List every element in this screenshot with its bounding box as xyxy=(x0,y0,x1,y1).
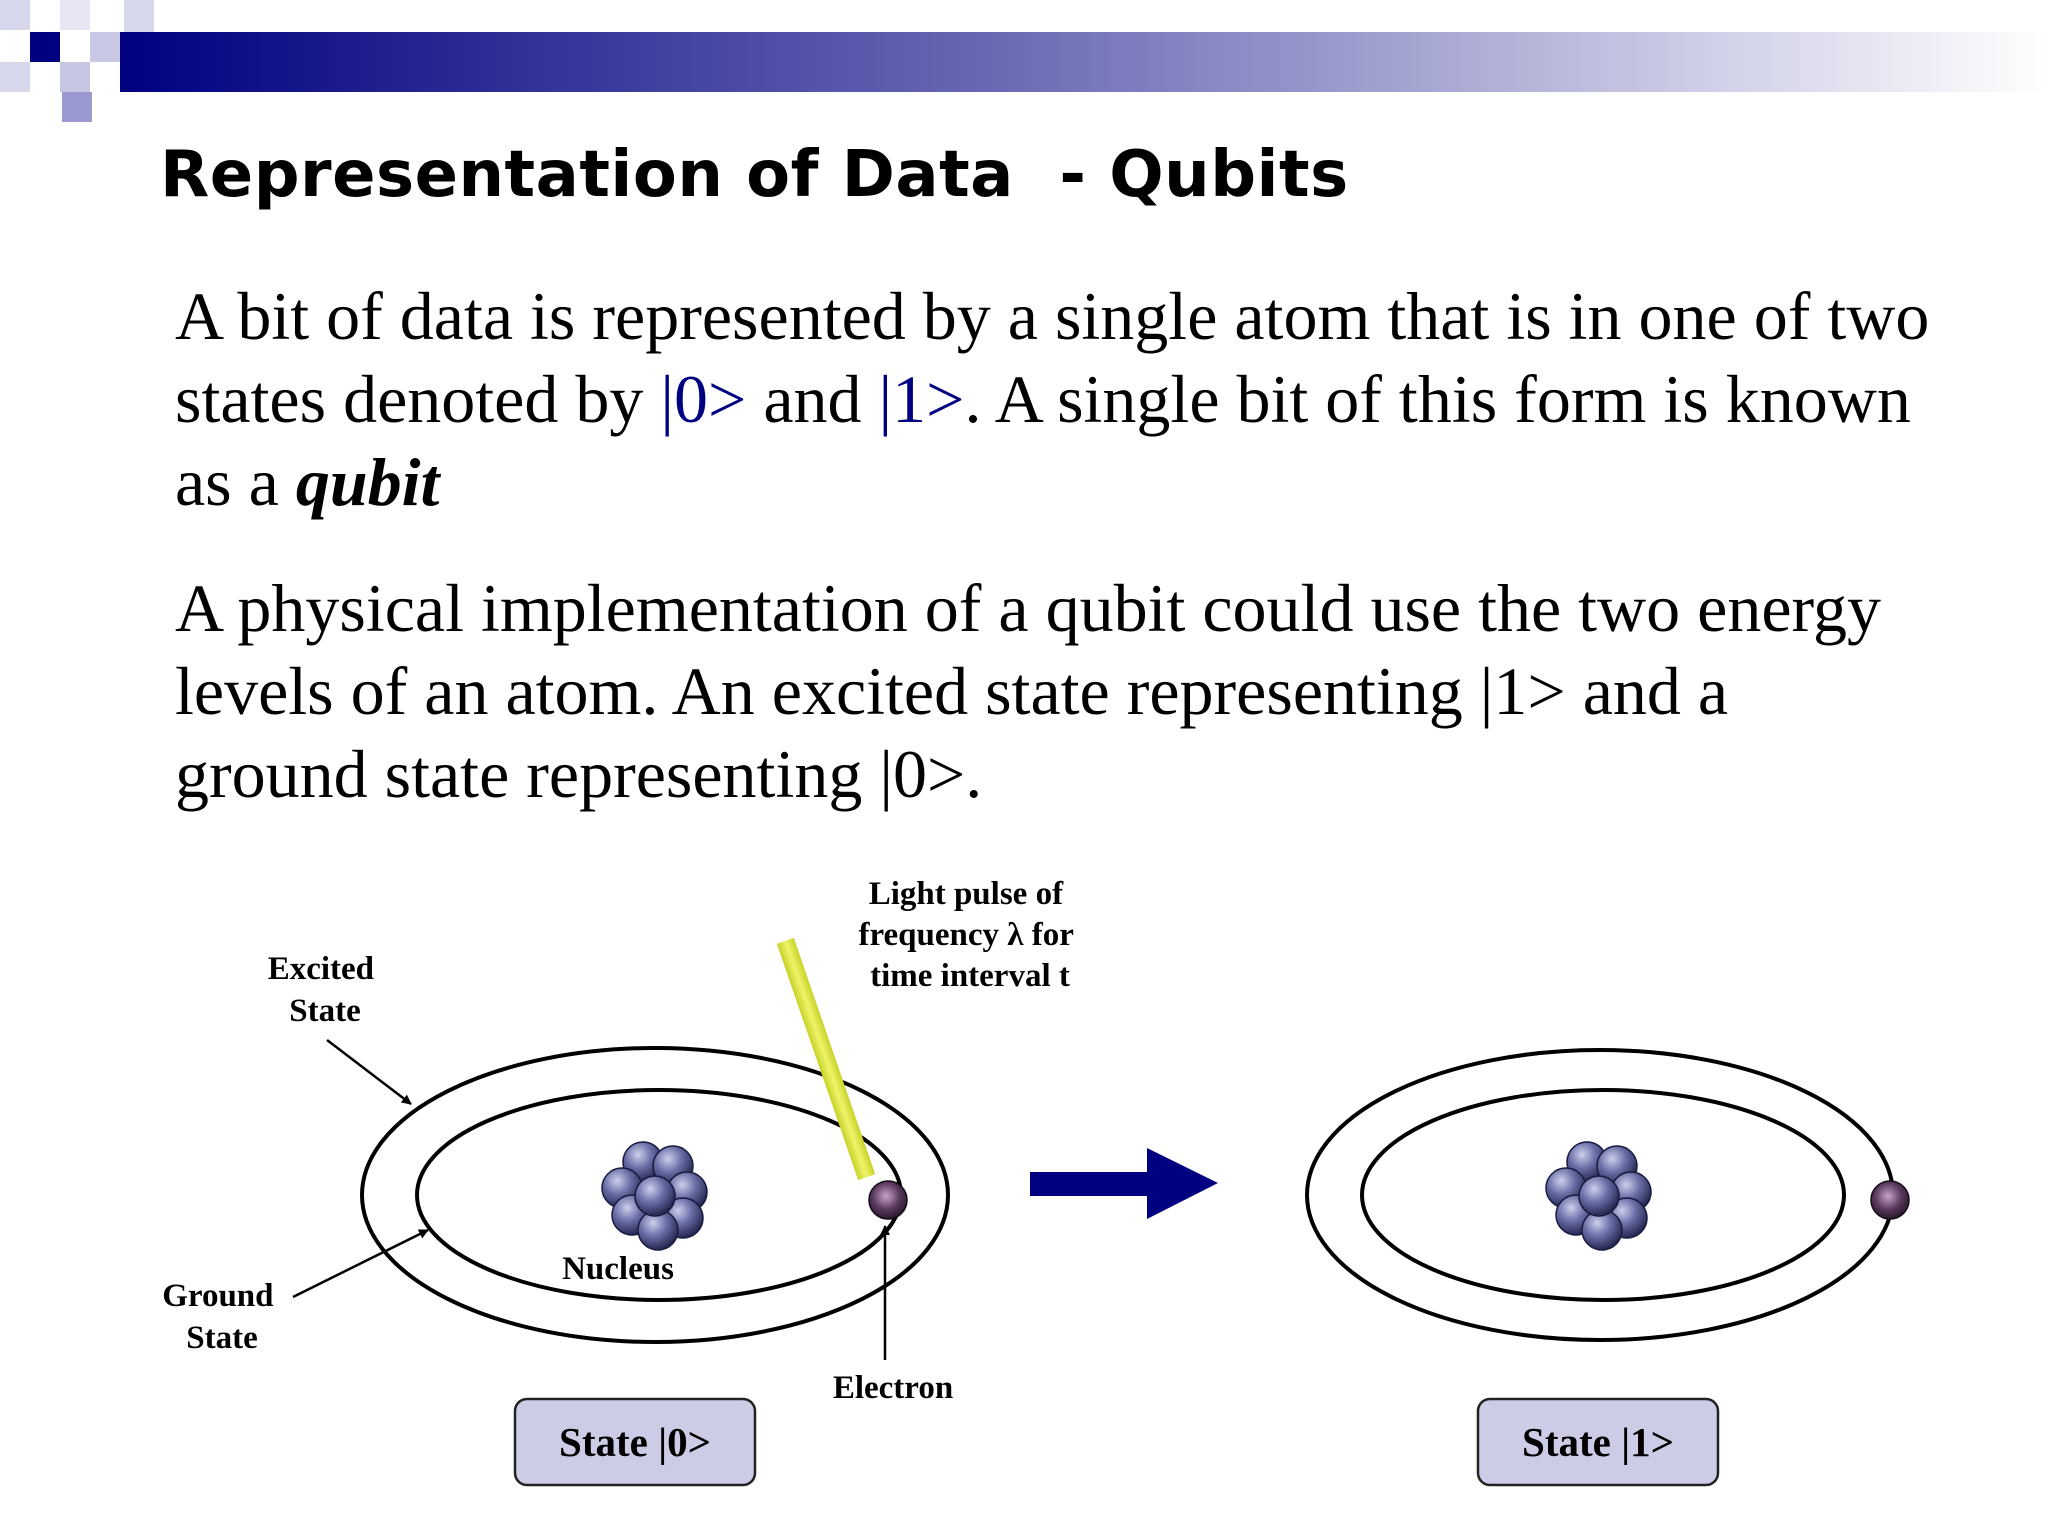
label-pulse-line1: Light pulse of xyxy=(869,876,1064,912)
nucleon xyxy=(1578,1175,1620,1217)
label-ground-state: Ground State xyxy=(162,1278,282,1356)
label-electron: Electron xyxy=(833,1370,953,1406)
header-square xyxy=(124,0,154,32)
transition-arrow xyxy=(1030,1148,1218,1219)
label-pulse-line3: time interval t xyxy=(870,958,1070,994)
excited-orbit xyxy=(360,1046,950,1344)
qubit-term: qubit xyxy=(295,444,440,520)
state-box-left-bg xyxy=(513,1397,757,1487)
state-box-left-label: State |0> xyxy=(559,1419,711,1465)
paragraph-text: A bit of data is represented by a single… xyxy=(175,278,1930,437)
paragraph-qubit-definition: A bit of data is represented by a single… xyxy=(175,275,1935,524)
label-ground-line2: State xyxy=(186,1320,257,1356)
light-pulse-beam xyxy=(776,937,876,1181)
slide-title: Representation of Data - Qubits xyxy=(160,138,1349,212)
electron-left xyxy=(868,1180,908,1220)
label-excited-state: Excited State xyxy=(268,951,383,1029)
ket-zero: |0> xyxy=(660,361,747,437)
electron-right xyxy=(1870,1180,1910,1220)
ket-one: |1> xyxy=(878,361,965,437)
atom-right xyxy=(1305,1048,1910,1342)
pointer-excited xyxy=(326,1039,412,1105)
paragraph-text: and xyxy=(746,361,879,437)
pointer-ground xyxy=(292,1228,429,1299)
header-gradient-bar xyxy=(120,32,2048,92)
label-nucleus: Nucleus xyxy=(562,1251,674,1287)
label-pulse-line2: frequency λ for xyxy=(858,917,1073,953)
state-box-right-label: State |1> xyxy=(1522,1419,1674,1465)
ground-orbit xyxy=(1360,1088,1846,1302)
state-box-right-bg xyxy=(1476,1397,1720,1487)
label-light-pulse: Light pulse of frequency λ for time inte… xyxy=(858,876,1081,994)
paragraph-text: . A single bit of this form is known as … xyxy=(175,361,1911,520)
nucleus-cluster xyxy=(601,1141,708,1251)
header-square xyxy=(60,0,90,30)
atom-diagram: Excited State Ground State Nucleus Elect… xyxy=(162,876,1910,1487)
label-excited-line1: Excited xyxy=(268,951,374,987)
header-square xyxy=(60,62,90,92)
nucleon xyxy=(634,1175,676,1217)
header-square xyxy=(62,92,92,122)
atom-left xyxy=(360,937,950,1344)
state-box-right: State |1> xyxy=(1476,1397,1720,1487)
header-square xyxy=(30,32,60,62)
label-excited-line2: State xyxy=(289,993,360,1029)
state-box-left: State |0> xyxy=(513,1397,757,1487)
nucleus-cluster xyxy=(1545,1141,1652,1251)
header-square xyxy=(0,62,30,92)
paragraph-physical-implementation: A physical implementation of a qubit cou… xyxy=(175,570,1881,812)
header-square xyxy=(90,32,120,62)
header-square xyxy=(0,0,30,30)
label-ground-line1: Ground xyxy=(162,1278,273,1314)
header-band xyxy=(0,0,2048,122)
